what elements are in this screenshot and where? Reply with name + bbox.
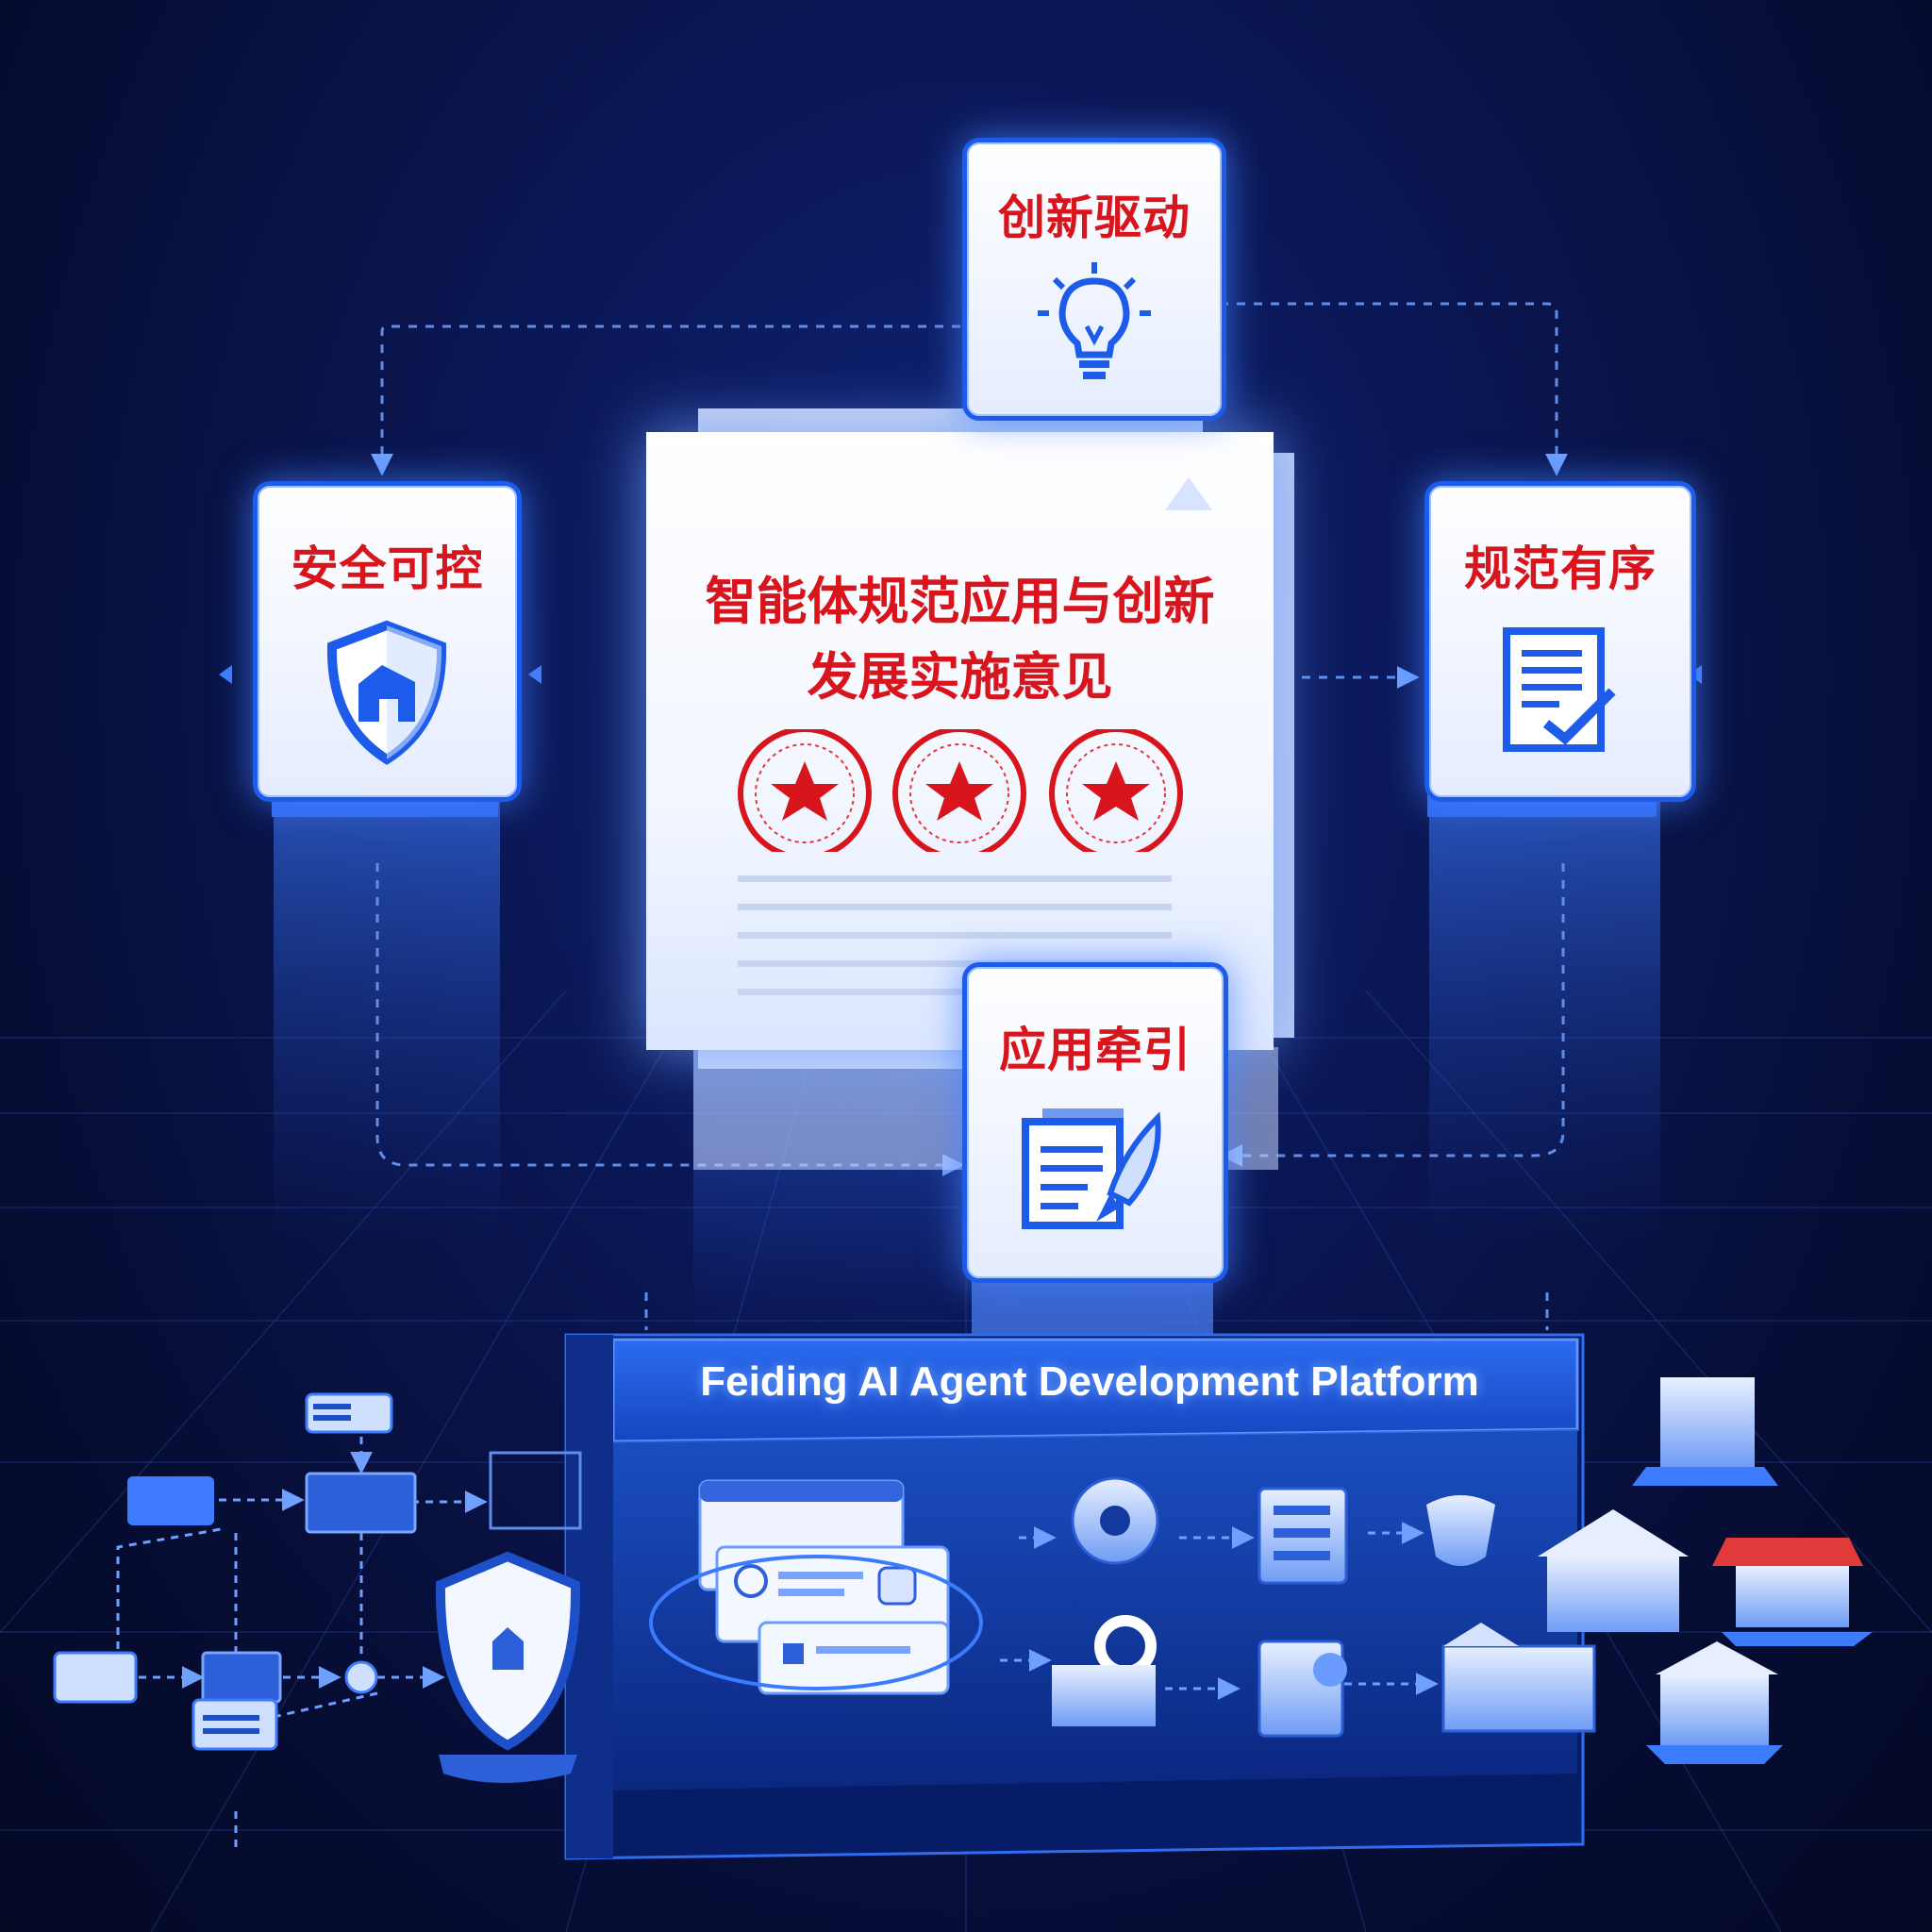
seal-stamps — [738, 729, 1183, 852]
seal-stamp-1 — [738, 729, 872, 852]
building-icons — [1426, 1377, 1873, 1764]
small-shield-icon — [435, 1551, 581, 1783]
seal-stamp-3 — [1049, 729, 1183, 852]
seal-stamp-2 — [892, 729, 1026, 852]
card-standardized-orderly: 规范有序 — [1424, 481, 1696, 802]
card-standardized-orderly-label: 规范有序 — [1464, 541, 1657, 596]
server-rack-icons — [1257, 1487, 1348, 1738]
gear-icons — [1052, 1476, 1159, 1726]
card-innovation-driven: 创新驱动 — [962, 138, 1226, 421]
document-title-line2: 发展实施意见 — [807, 647, 1113, 707]
document-title-line1: 智能体规范应用与创新 — [705, 572, 1215, 631]
platform-flow-arrows — [1000, 1522, 1439, 1700]
left-beam — [274, 792, 500, 1245]
connectors — [371, 302, 1568, 1330]
left-workflow — [53, 1392, 582, 1849]
document-fold-icon — [1165, 477, 1212, 510]
lightbulb-icon — [1038, 262, 1151, 379]
rocket-document-icon — [1022, 1108, 1161, 1229]
card-secure-controllable-label: 安全可控 — [291, 541, 484, 596]
platform-title: Feiding AI Agent Development Platform — [700, 1358, 1479, 1405]
chat-windows — [649, 1479, 983, 1695]
card-application-led: 应用牵引 — [962, 962, 1228, 1283]
shield-icon — [326, 620, 447, 765]
card-application-led-label: 应用牵引 — [999, 1023, 1191, 1077]
policy-document: 智能体规范应用与创新 发展实施意见 — [646, 432, 1274, 1050]
card-innovation-driven-label: 创新驱动 — [998, 191, 1191, 245]
right-beam — [1429, 792, 1660, 1245]
checklist-icon — [1503, 627, 1616, 752]
card-secure-controllable: 安全可控 — [253, 481, 522, 802]
document-body-lines — [738, 875, 1172, 995]
